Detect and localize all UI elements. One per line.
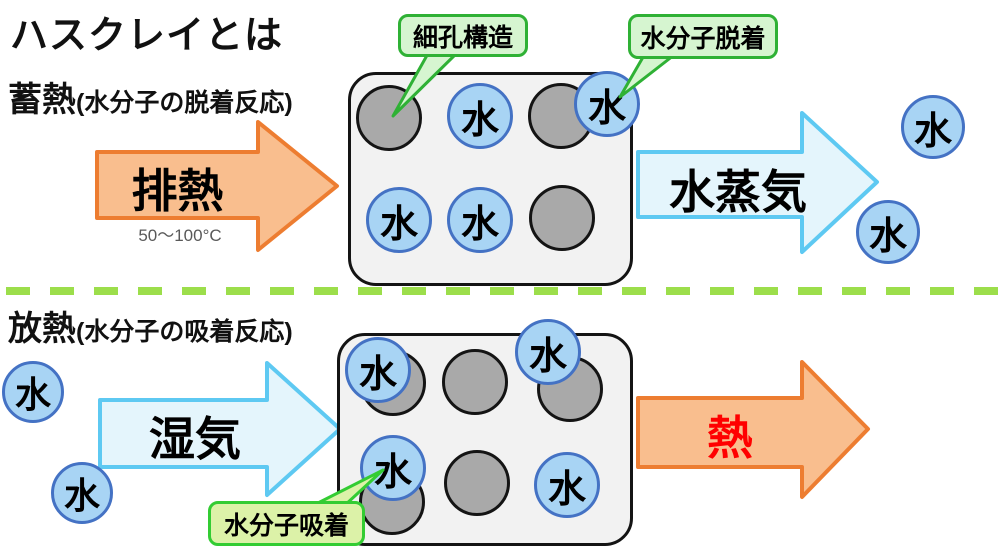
water-molecule: 水 [534, 452, 600, 518]
water-molecule-label: 水 [460, 99, 499, 142]
pore-circle [442, 349, 508, 415]
humidity-arrow [98, 361, 342, 497]
water-molecule-label: 水 [63, 475, 100, 516]
water-vapor-arrow [636, 111, 879, 254]
heat-arrow-label: 熱 [707, 412, 753, 464]
heading-heat-release-note: (水分子の吸着反応) [76, 318, 293, 346]
heading-heat-storage-main: 蓄熱 [8, 81, 76, 119]
water-molecule: 水 [515, 319, 581, 385]
exhaust-heat-arrow-label: 排熱 [131, 165, 224, 217]
water-molecule-label: 水 [358, 353, 397, 396]
water-molecule: 水 [447, 83, 513, 149]
water-molecule: 水 [366, 187, 432, 253]
heading-heat-storage: 蓄熱(水分子の脱着反応) [8, 72, 293, 121]
humidity-arrow-label: 湿気 [149, 413, 241, 465]
pore-structure-callout: 細孔構造 [398, 14, 528, 57]
water-molecule: 水 [345, 337, 411, 403]
water-adsorption-callout: 水分子吸着 [208, 501, 365, 546]
water-vapor-arrow-label: 水蒸気 [669, 166, 807, 218]
water-molecule-label: 水 [913, 110, 952, 153]
water-molecule: 水 [360, 435, 426, 501]
water-molecule: 水 [856, 200, 920, 264]
pore-circle [444, 450, 510, 516]
temperature-range-label: 50〜100°C [138, 226, 222, 245]
page-title: ハスクレイとは [10, 15, 284, 57]
heading-heat-release: 放熱(水分子の吸着反応) [8, 301, 293, 350]
heat-arrow [636, 360, 870, 499]
exhaust-heat-arrow [95, 120, 339, 252]
water-molecule-label: 水 [14, 374, 51, 415]
water-molecule: 水 [2, 361, 64, 423]
water-molecule: 水 [901, 95, 965, 159]
section-separator-dashed-line [0, 287, 1000, 295]
water-molecule-label: 水 [547, 468, 586, 511]
water-molecule: 水 [447, 187, 513, 253]
water-molecule-label: 水 [528, 335, 567, 378]
water-molecule: 水 [51, 462, 113, 524]
water-molecule-label: 水 [460, 203, 499, 246]
water-molecule: 水 [574, 71, 640, 137]
water-molecule-label: 水 [379, 203, 418, 246]
water-desorption-callout: 水分子脱着 [628, 14, 778, 59]
pore-circle [529, 185, 595, 251]
pore-callout-tail [391, 48, 462, 118]
water-molecule-label: 水 [587, 87, 626, 130]
heading-heat-release-main: 放熱 [8, 310, 76, 348]
heading-heat-storage-note: (水分子の脱着反応) [76, 89, 293, 117]
water-molecule-label: 水 [868, 215, 907, 258]
